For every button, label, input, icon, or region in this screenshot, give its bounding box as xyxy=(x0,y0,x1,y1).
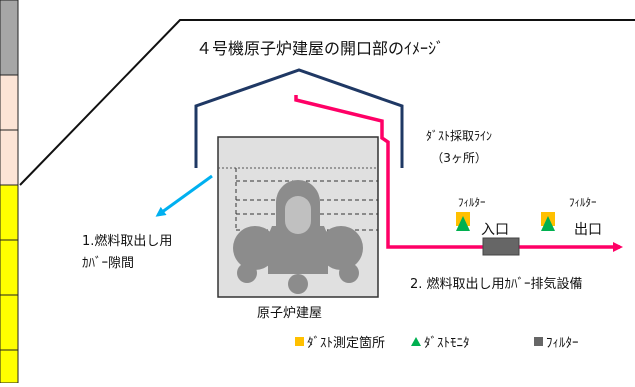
filter-label-inlet: ﾌｨﾙﾀｰ xyxy=(458,196,486,209)
outlet-label: 出口 xyxy=(574,222,602,238)
sidebar-cell-yellow-1 xyxy=(0,184,19,241)
dust-sampling-line-label: ﾀﾞｽﾄ採取ﾗｲﾝ xyxy=(426,129,493,143)
dust-monitor-inlet xyxy=(456,216,470,231)
reactor-core-window xyxy=(285,196,311,234)
sidebar-cell-yellow-3 xyxy=(0,294,19,351)
legend-filter-text: ﾌｨﾙﾀｰ xyxy=(546,336,579,351)
legend-dust-monitor-text: ﾀﾞｽﾄﾓﾆﾀ xyxy=(424,336,470,351)
cover-gap-label: 1.燃料取出し用 ｶﾊﾞｰ隙間 xyxy=(82,231,172,275)
reactor-vessel-icon xyxy=(233,180,363,294)
sampling-line xyxy=(294,95,623,252)
sidebar-strip xyxy=(0,0,19,384)
callout-outline xyxy=(19,19,635,186)
legend-dust-point-swatch xyxy=(295,337,304,346)
legend-dust-point-text: ﾀﾞｽﾄ測定箇所 xyxy=(307,336,386,351)
dust-sampling-count: （3ヶ所） xyxy=(431,151,487,165)
legend-filter-swatch xyxy=(534,337,543,346)
exhaust-facility-label: 2. 燃料取出し用ｶﾊﾞｰ排気設備 xyxy=(410,277,583,292)
reactor-building-label: 原子炉建屋 xyxy=(257,306,323,321)
legend-filter: ﾌｨﾙﾀｰ xyxy=(534,332,579,351)
inlet-label: 入口 xyxy=(481,222,509,238)
legend-dust-monitor: ﾀﾞｽﾄﾓﾆﾀ xyxy=(411,332,470,351)
sidebar-cell-peach-2 xyxy=(0,129,19,186)
legend-dust-point: ﾀﾞｽﾄ測定箇所 xyxy=(295,332,385,351)
legend-dust-monitor-swatch xyxy=(411,337,421,346)
sidebar-cell-gray xyxy=(0,0,19,76)
dust-sampling-label: ﾀﾞｽﾄ採取ﾗｲﾝ （3ヶ所） xyxy=(426,125,492,169)
filter-label-outlet: ﾌｨﾙﾀｰ xyxy=(569,196,597,209)
cover-gap-label-line2: ｶﾊﾞｰ隙間 xyxy=(82,256,135,271)
cover-gap-label-line1: 1.燃料取出し用 xyxy=(82,234,173,249)
sidebar-cell-yellow-2 xyxy=(0,239,19,296)
sidebar-cell-yellow-4 xyxy=(0,349,19,384)
fuel-removal-cover xyxy=(194,68,404,168)
filter-box xyxy=(482,237,520,256)
diagram-title: ４号機原子炉建屋の開口部のｲﾒｰｼﾞ xyxy=(196,39,445,58)
dust-monitor-outlet xyxy=(541,216,555,231)
gap-leak-arrow xyxy=(155,174,213,217)
sidebar-cell-peach-1 xyxy=(0,74,19,131)
